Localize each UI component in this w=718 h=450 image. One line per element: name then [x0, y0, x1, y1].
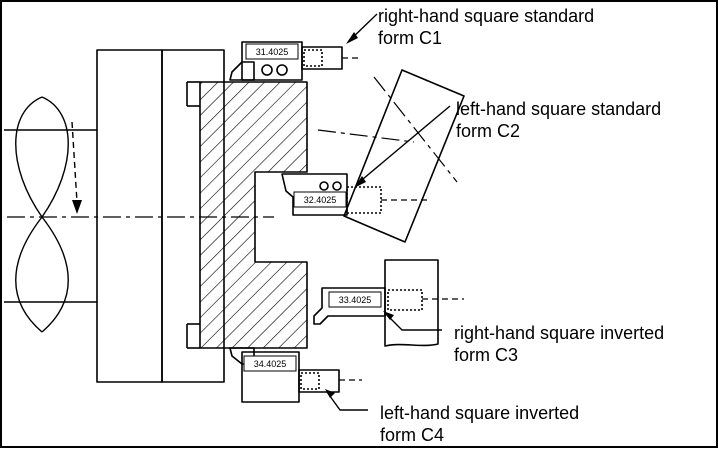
tool-c3 [313, 259, 464, 347]
leader-arrowheads [325, 32, 394, 398]
label-c4: left-hand square inverted form C4 [380, 402, 579, 446]
tool-c2 [281, 69, 465, 243]
leader-c4 [326, 391, 368, 411]
workpiece-section [199, 81, 308, 349]
arrowhead-c1-icon [346, 32, 358, 44]
label-c4-line1: left-hand square inverted [380, 403, 580, 423]
label-c2-line2: form C2 [456, 121, 521, 141]
label-c3-line2: form C3 [454, 345, 519, 365]
tool-code-c1: 31.4025 [256, 47, 289, 57]
arrowhead-c2-icon [354, 176, 366, 188]
label-c3: right-hand square inverted form C3 [454, 322, 664, 366]
rotation-arrow-icon [72, 200, 82, 214]
label-c4-line2: form C4 [380, 425, 445, 445]
label-c1-line1: right-hand square standard [378, 6, 595, 26]
arrowhead-c4-icon [325, 389, 335, 398]
arrowhead-c3-icon [383, 311, 394, 320]
label-c1: right-hand square standard form C1 [378, 5, 594, 49]
leader-c2 [356, 105, 451, 185]
tool-code-c4: 34.4025 [254, 359, 287, 369]
tool-c1 [229, 41, 358, 81]
label-c1-line2: form C1 [378, 28, 443, 48]
label-c3-line1: right-hand square inverted [454, 323, 665, 343]
tool-code-c3: 33.4025 [339, 295, 372, 305]
label-c2: left-hand square standard form C2 [456, 98, 661, 142]
tool-code-c2: 32.4025 [304, 195, 337, 205]
label-c2-line1: left-hand square standard [456, 99, 662, 119]
leader-c3 [385, 313, 442, 331]
spindle-shaft [4, 96, 97, 333]
